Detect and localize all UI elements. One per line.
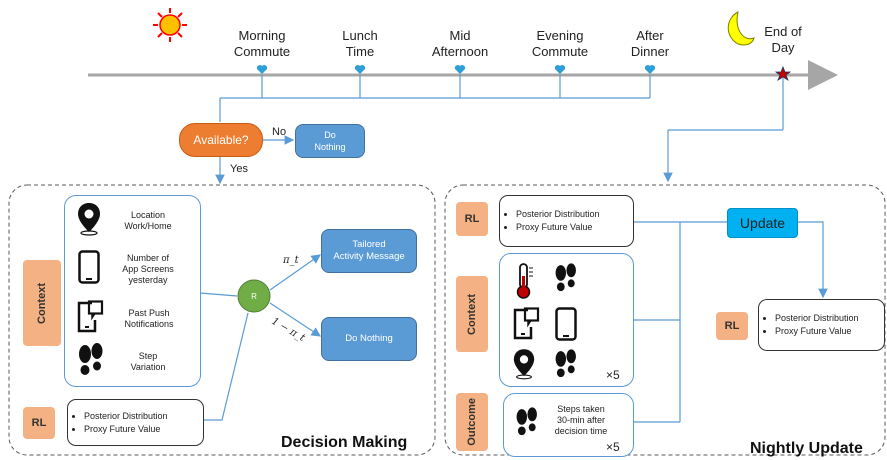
yes-label: Yes bbox=[230, 163, 248, 175]
randomizer-label: R bbox=[251, 291, 257, 301]
result-rl-list: Posterior Distribution Proxy Future Valu… bbox=[759, 312, 859, 338]
decision-point-markers bbox=[256, 65, 656, 74]
no-label: No bbox=[272, 126, 287, 138]
result-rl-box: Posterior Distribution Proxy Future Valu… bbox=[758, 299, 885, 351]
feature-location: Location Work/Home bbox=[124, 210, 172, 231]
rl-state-item: Proxy Future Value bbox=[84, 423, 168, 436]
available-decision: Available? bbox=[179, 123, 263, 157]
pi-label: π_t bbox=[283, 255, 299, 266]
footprints-icon bbox=[76, 343, 106, 384]
timeline-label-evening-commute: Evening Commute bbox=[531, 28, 589, 59]
timeline-label-end-of-day: End of Day bbox=[764, 24, 802, 55]
decision-making-frame bbox=[8, 184, 436, 456]
location-pin-icon bbox=[76, 202, 102, 241]
feature-push-notifications: Past Push Notifications bbox=[124, 308, 174, 329]
sun-icon bbox=[153, 8, 187, 42]
nightly-rl-tag: RL bbox=[456, 202, 488, 236]
nightly-rl-item: Proxy Future Value bbox=[516, 221, 600, 234]
footprints-icon bbox=[553, 348, 579, 387]
moon-icon bbox=[727, 11, 755, 46]
timeline-label-after-dinner: After Dinner bbox=[630, 28, 670, 59]
nightly-rl-box: Posterior Distribution Proxy Future Valu… bbox=[499, 195, 634, 247]
timeline-label-lunch-time: Lunch Time bbox=[342, 28, 378, 59]
context-multiplier: ×5 bbox=[606, 368, 620, 382]
decision-making-title: Decision Making bbox=[281, 434, 408, 451]
feature-step-variation: Step Variation bbox=[130, 351, 166, 372]
do-nothing-box: Do Nothing bbox=[321, 317, 417, 361]
outcome-multiplier: ×5 bbox=[606, 440, 620, 454]
rl-state-item: Posterior Distribution bbox=[84, 410, 168, 423]
location-pin-icon bbox=[512, 348, 536, 385]
rl-state-list: Posterior Distribution Proxy Future Valu… bbox=[68, 410, 168, 436]
feature-app-screens: Number of App Screens yesterday bbox=[122, 253, 174, 285]
nightly-rl-list: Posterior Distribution Proxy Future Valu… bbox=[500, 208, 600, 234]
footprints-icon bbox=[514, 406, 540, 445]
footprints-icon bbox=[553, 262, 579, 301]
outcome-text: Steps taken 30-min after decision time bbox=[554, 404, 608, 436]
result-rl-item: Posterior Distribution bbox=[775, 312, 859, 325]
timeline-label-morning-commute: Morning Commute bbox=[233, 28, 291, 59]
rl-state-box: Posterior Distribution Proxy Future Valu… bbox=[67, 399, 204, 446]
nightly-update-frame bbox=[444, 184, 886, 456]
context-tag: Context bbox=[23, 260, 61, 346]
push-notification-icon bbox=[76, 300, 104, 339]
push-notification-icon bbox=[512, 307, 540, 346]
randomizer-node bbox=[237, 279, 271, 313]
outcome-box bbox=[503, 393, 634, 457]
timeline-label-mid-afternoon: Mid Afternoon bbox=[431, 28, 489, 59]
end-of-day-star-icon bbox=[774, 65, 792, 81]
outcome-tag: Outcome bbox=[456, 393, 488, 451]
update-box: Update bbox=[727, 208, 798, 238]
result-rl-tag: RL bbox=[716, 312, 748, 340]
nightly-context-tag: Context bbox=[456, 276, 488, 352]
nightly-rl-item: Posterior Distribution bbox=[516, 208, 600, 221]
rl-tag: RL bbox=[23, 407, 55, 439]
tailored-message-box: Tailored Activity Message bbox=[321, 229, 417, 273]
result-rl-item: Proxy Future Value bbox=[775, 325, 859, 338]
thermometer-icon bbox=[515, 262, 537, 305]
phone-icon bbox=[78, 250, 100, 289]
phone-icon bbox=[555, 307, 577, 346]
do-nothing-top-box: Do Nothing bbox=[295, 124, 365, 158]
nightly-update-title: Nightly Update bbox=[750, 440, 863, 457]
